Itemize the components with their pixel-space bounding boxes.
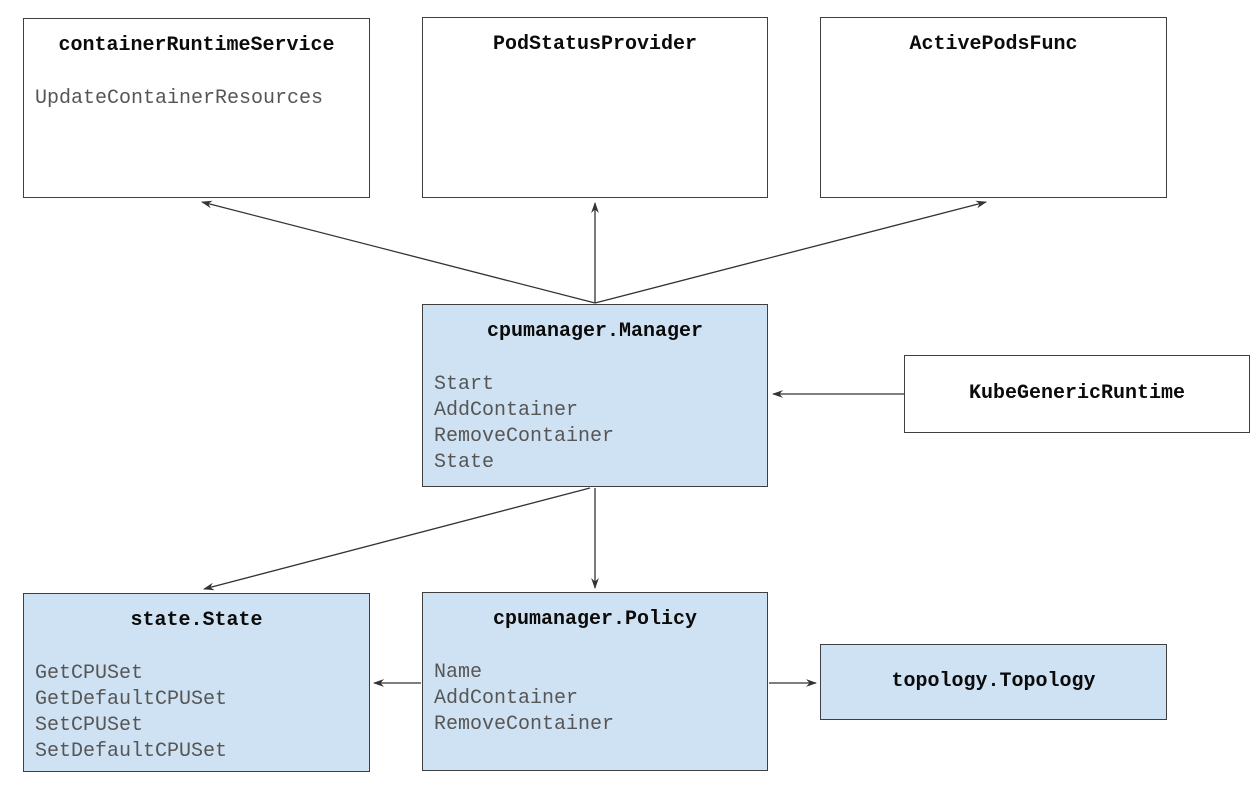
method-label: Start (434, 373, 495, 396)
node-cpumanager-policy: cpumanager.Policy Name AddContainer Remo… (422, 592, 768, 771)
node-state-state: state.State GetCPUSet GetDefaultCPUSet S… (23, 593, 370, 772)
node-title: topology.Topology (891, 670, 1096, 693)
node-title: state.State (130, 609, 263, 632)
edge-manager-to-active-pods-func (594, 200, 987, 304)
node-methods: Start AddContainer RemoveContainer State (434, 372, 767, 476)
node-title: KubeGenericRuntime (968, 382, 1186, 405)
edge-manager-to-state-state (203, 487, 591, 591)
node-container-runtime-service: containerRuntimeService UpdateContainerR… (23, 18, 370, 198)
node-title: cpumanager.Manager (486, 320, 704, 343)
method-label: UpdateContainerResources (35, 87, 324, 110)
method-label: Name (434, 661, 483, 684)
method-label: RemoveContainer (434, 425, 615, 448)
node-kube-generic-runtime: KubeGenericRuntime (904, 355, 1250, 433)
node-methods: GetCPUSet GetDefaultCPUSet SetCPUSet Set… (35, 661, 369, 765)
method-label: RemoveContainer (434, 713, 615, 736)
method-label: State (434, 451, 495, 474)
method-label: SetDefaultCPUSet (35, 740, 228, 763)
method-label: AddContainer (434, 687, 579, 710)
edge-manager-to-container-runtime-service (201, 200, 596, 304)
node-pod-status-provider: PodStatusProvider (422, 17, 768, 198)
node-title: PodStatusProvider (492, 33, 698, 56)
node-active-pods-func: ActivePodsFunc (820, 17, 1167, 198)
node-cpumanager-manager: cpumanager.Manager Start AddContainer Re… (422, 304, 768, 487)
node-title: ActivePodsFunc (909, 33, 1078, 56)
node-methods: Name AddContainer RemoveContainer (434, 660, 767, 738)
node-title: cpumanager.Policy (492, 608, 698, 631)
method-label: GetCPUSet (35, 662, 144, 685)
node-methods: UpdateContainerResources (35, 86, 369, 112)
node-topology-topology: topology.Topology (820, 644, 1167, 720)
node-title: containerRuntimeService (58, 34, 335, 57)
method-label: SetCPUSet (35, 714, 144, 737)
method-label: AddContainer (434, 399, 579, 422)
method-label: GetDefaultCPUSet (35, 688, 228, 711)
